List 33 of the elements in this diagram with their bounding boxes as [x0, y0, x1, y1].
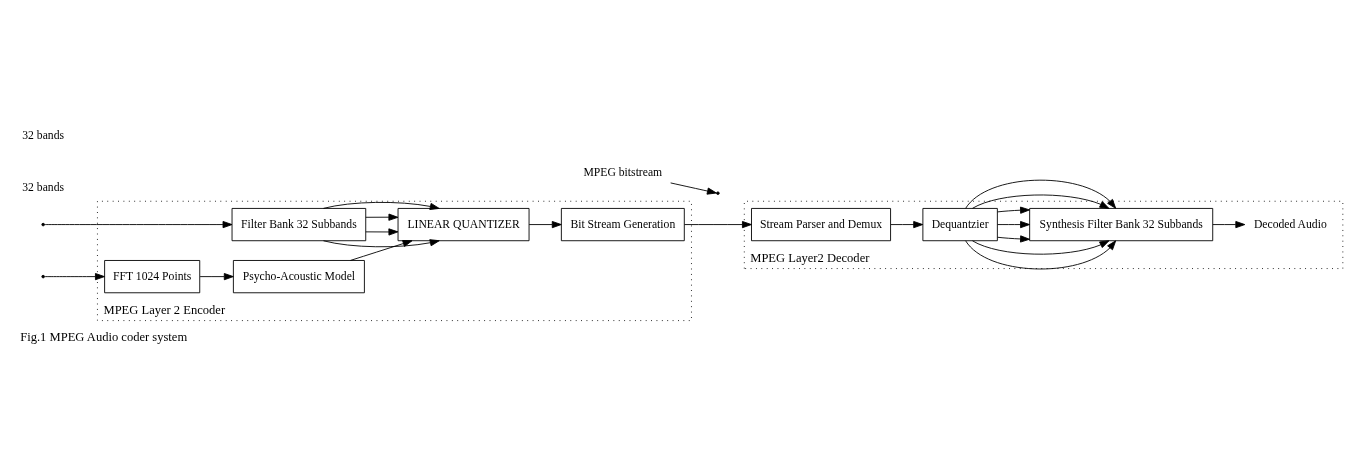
arrow — [684, 221, 752, 229]
label: 32 bands — [22, 128, 65, 142]
arrow — [44, 221, 233, 229]
node-box: Dequantzier — [922, 208, 998, 242]
arrow — [44, 273, 105, 281]
node-box: Filter Bank 32 Subbands — [231, 208, 367, 242]
arrow — [365, 228, 399, 236]
arrow — [972, 240, 1110, 255]
arrow — [890, 221, 924, 229]
arrow — [323, 201, 440, 210]
arrow — [997, 221, 1030, 229]
label: 32 bands — [22, 180, 65, 194]
arrow — [670, 182, 717, 195]
arrow — [365, 213, 399, 221]
node-box: Psycho-Acoustic Model — [232, 260, 365, 294]
arrow — [997, 235, 1030, 243]
node-box: Stream Parser and Demux — [751, 208, 892, 242]
arrow — [965, 240, 1117, 270]
arrow — [965, 179, 1117, 209]
arrow — [528, 221, 562, 229]
node-box: FFT 1024 Points — [104, 260, 201, 294]
caption: Fig.1 MPEG Audio coder system — [20, 330, 188, 345]
node-box: LINEAR QUANTIZER — [397, 208, 530, 242]
node-text: MPEG bitstream — [583, 165, 663, 179]
node-text: Decoded Audio — [1253, 217, 1327, 231]
arrow — [1212, 221, 1246, 229]
arrow — [323, 239, 440, 248]
node-box: Synthesis Filter Bank 32 Subbands — [1029, 208, 1214, 242]
arrow — [972, 194, 1110, 209]
arrow — [199, 273, 234, 281]
node-box: Bit Stream Generation — [560, 208, 685, 242]
arrow — [349, 240, 413, 261]
arrow — [997, 206, 1030, 214]
